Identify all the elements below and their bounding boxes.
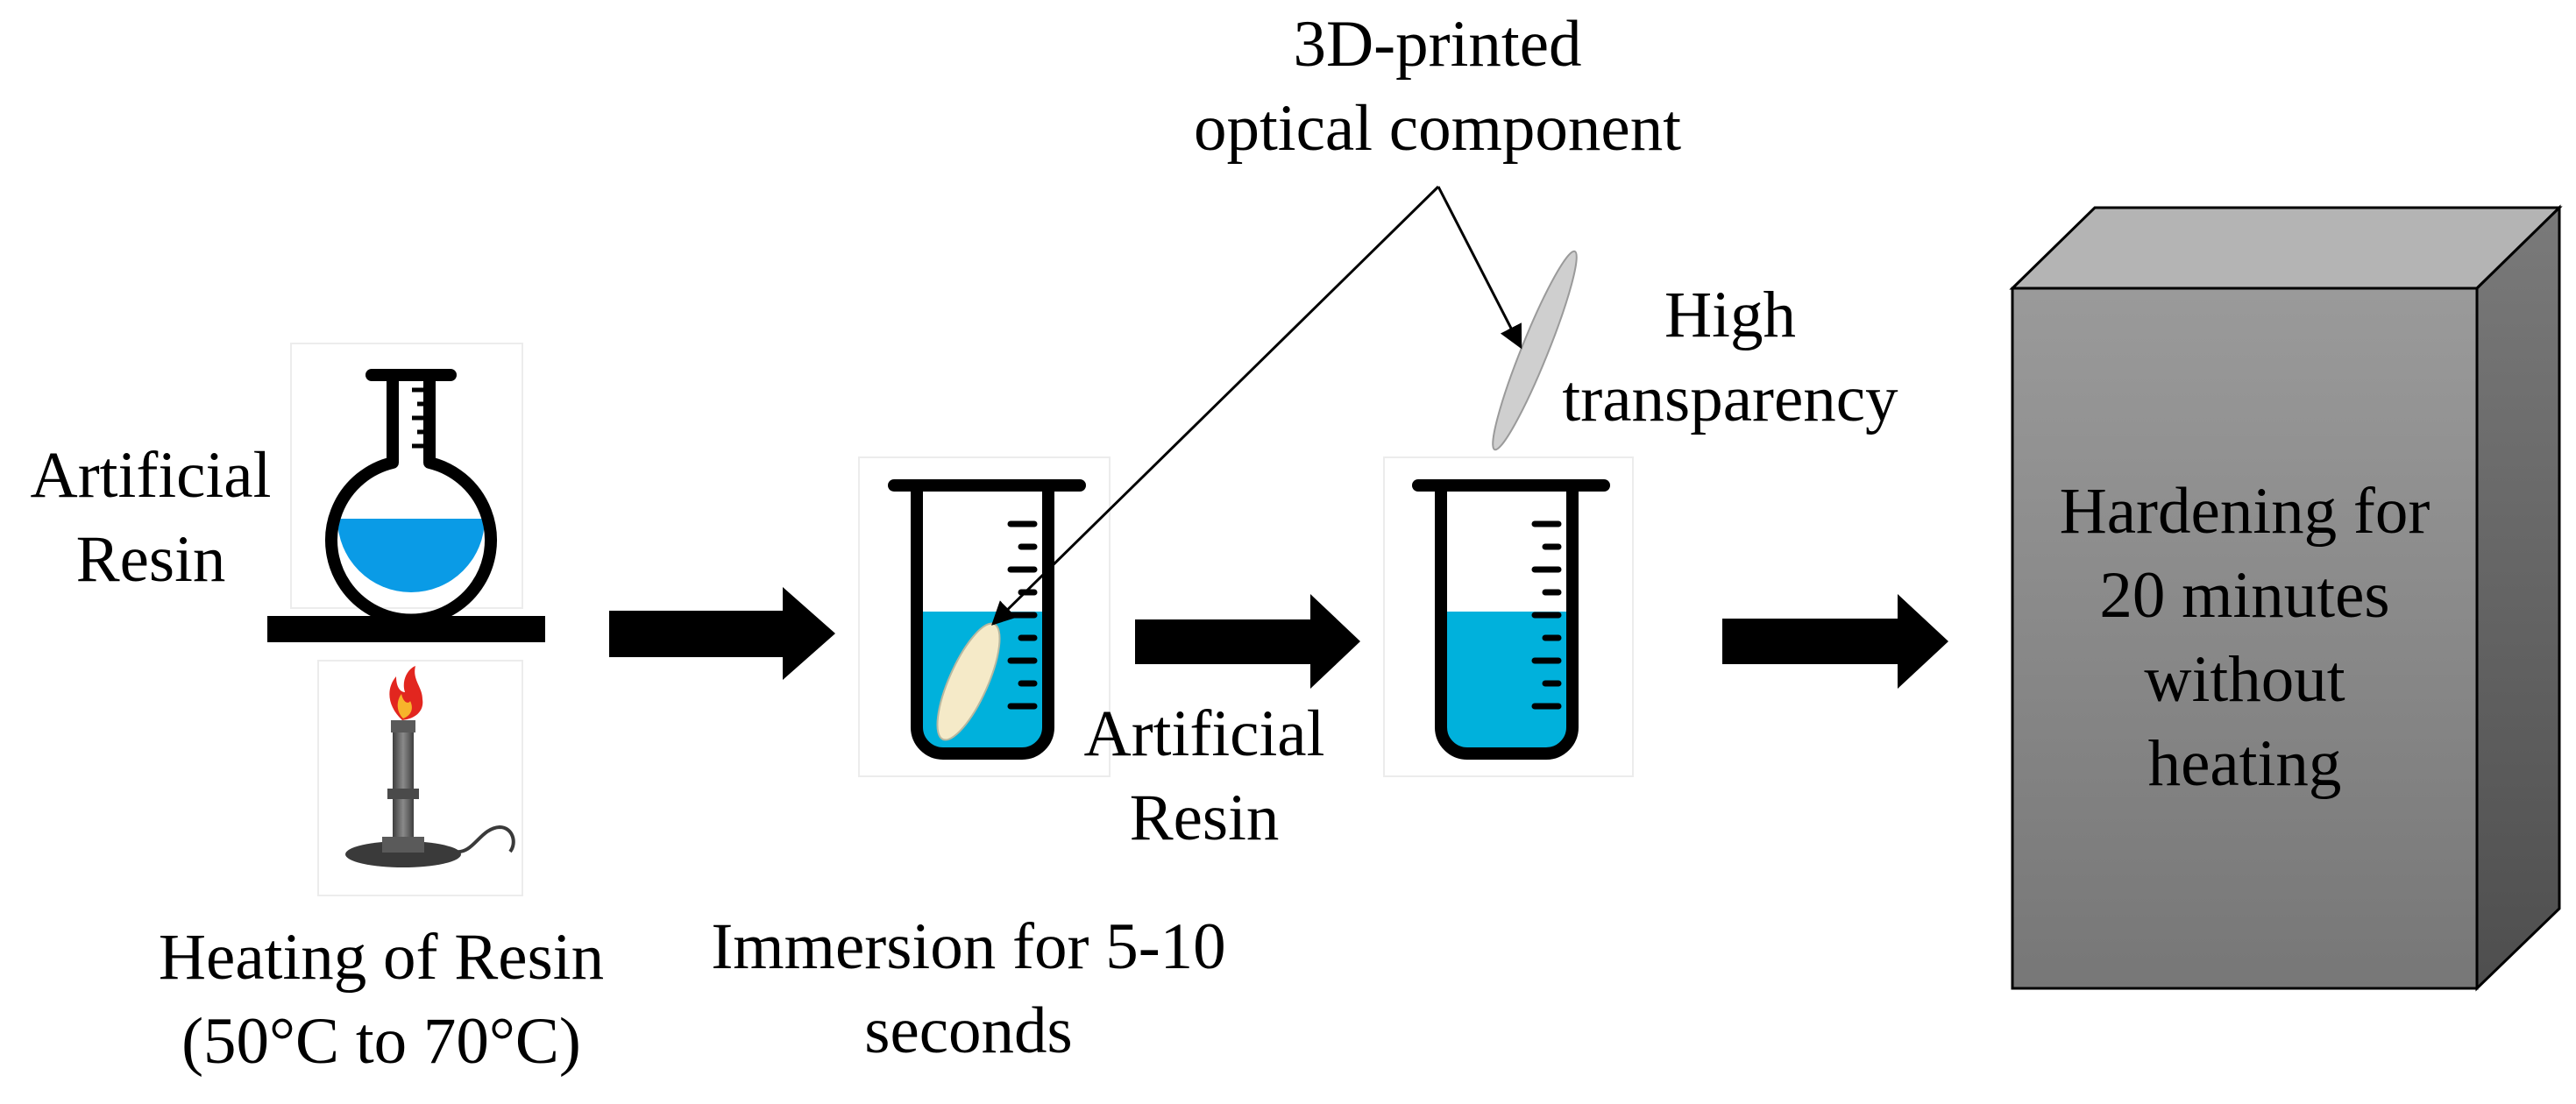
optical-component-label: 3D-printed optical component — [1193, 8, 1682, 165]
hardening-label: Hardening for 20 minutes without heating — [2059, 475, 2431, 800]
resin-flask-label: Artificial Resin — [30, 439, 272, 596]
arrow-right-icon — [609, 587, 835, 680]
round-bottom-flask-icon — [290, 343, 523, 626]
transparency-label: High transparency — [1562, 279, 1898, 435]
immersion-label: Immersion for 5-10 seconds — [711, 910, 1226, 1067]
component-callout — [991, 185, 1522, 626]
heating-label: Heating of Resin (50°C to 70°C) — [158, 921, 605, 1078]
arrow-right-icon — [1722, 594, 1948, 689]
oven-box-icon — [2009, 204, 2563, 992]
arrow-right-icon — [1135, 594, 1360, 689]
beaker-icon — [1383, 456, 1634, 777]
bunsen-burner-icon — [317, 660, 523, 896]
hot-plate — [267, 616, 545, 642]
optical-component-lifted — [1492, 250, 1578, 451]
resin-beaker-label: Artificial Resin — [1083, 697, 1325, 854]
